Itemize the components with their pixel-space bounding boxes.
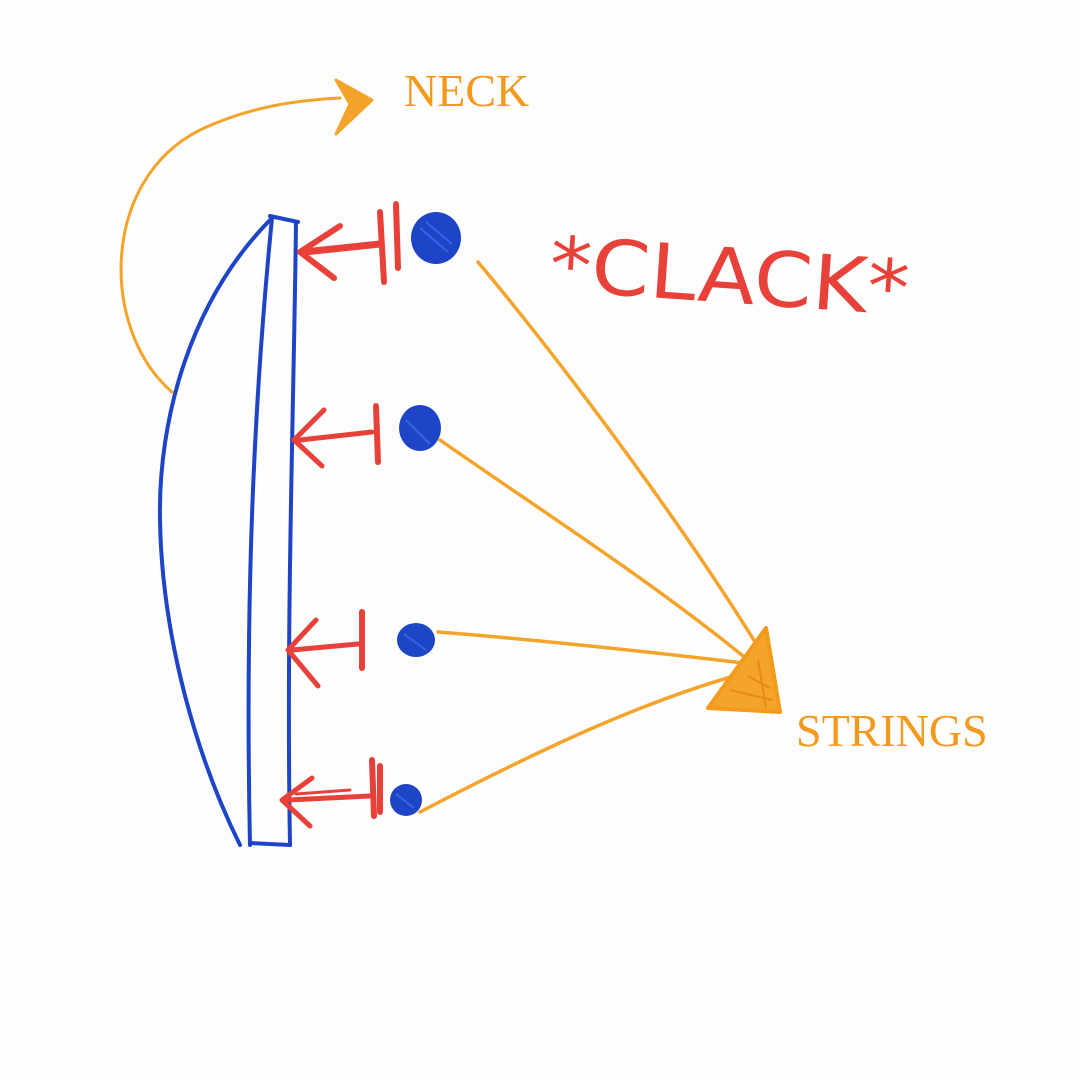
string-line-4 — [418, 668, 758, 814]
neck-back-curve — [157, 216, 274, 847]
filled-circle-icon — [399, 405, 441, 451]
string-line-3 — [436, 630, 754, 666]
triangle-icon — [706, 626, 782, 714]
arrow-left-icon — [285, 617, 361, 689]
string-line-2 — [438, 438, 750, 662]
strings-lines — [418, 260, 762, 814]
neck-pointer — [119, 78, 374, 394]
string-line-1 — [476, 260, 762, 652]
finger-dots — [390, 212, 461, 816]
filled-circle-icon — [397, 623, 435, 657]
arrow-left-icon — [297, 223, 384, 281]
arrow-left-icon — [291, 407, 375, 469]
neck-fingerboard-right-edge — [286, 220, 298, 847]
strings-label: STRINGS — [796, 705, 988, 756]
clack-label: *CLACK* — [547, 219, 912, 333]
arrow-head-icon — [334, 78, 374, 136]
neck-bottom-edge — [248, 841, 292, 847]
neck-label: NECK — [404, 65, 529, 116]
press-row-3 — [285, 609, 365, 689]
neck-top-edge — [268, 214, 300, 224]
fret-bar — [373, 403, 381, 465]
press-row-2 — [291, 403, 381, 469]
neck-pointer-curve — [119, 96, 342, 394]
guitar-neck — [157, 214, 300, 847]
press-row-4 — [279, 757, 383, 829]
filled-circle-icon — [411, 212, 461, 264]
fret-bar — [377, 201, 401, 285]
arrow-left-icon — [279, 775, 373, 829]
press-row-1 — [297, 201, 401, 285]
fret-bar — [369, 757, 383, 819]
filled-circle-icon — [390, 784, 422, 816]
neck-fingerboard-left-edge — [246, 216, 274, 847]
